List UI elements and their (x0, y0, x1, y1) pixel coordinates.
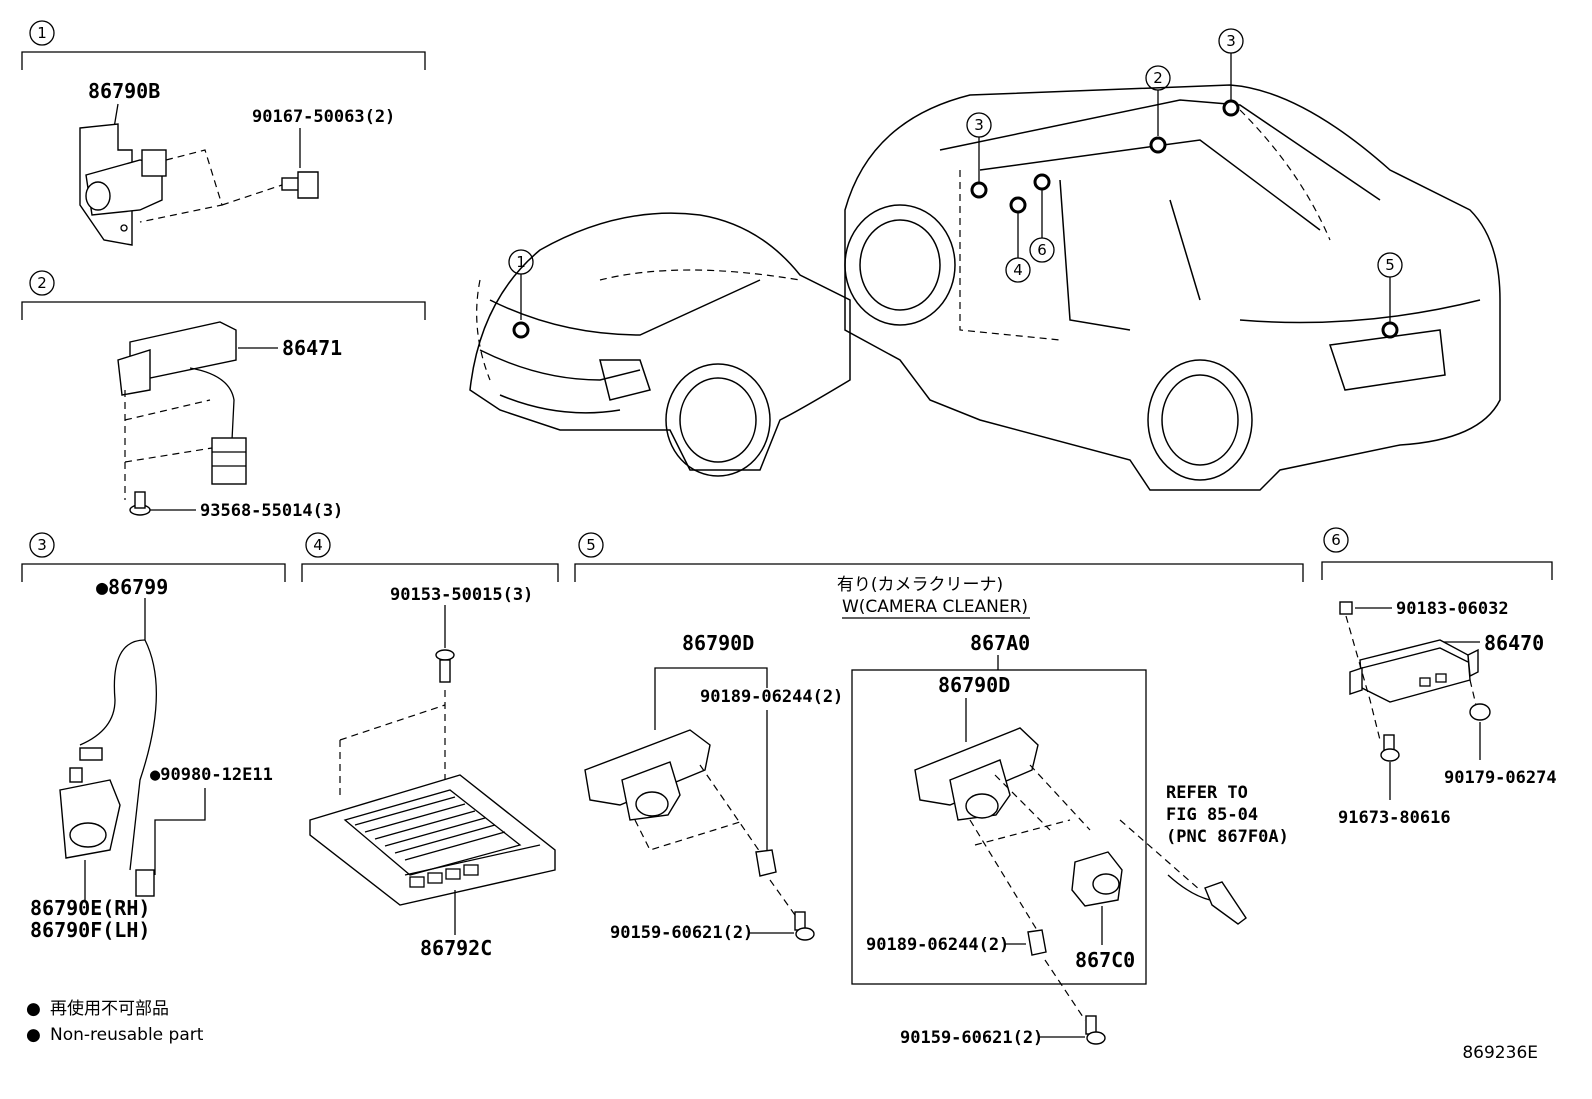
vehicle-rear-view (844, 84, 1501, 491)
legend-text-jp: 再使用不可部品 (50, 998, 169, 1019)
section-6: 6 90183-06032 86470 91673-80616 90179-06… (1321, 527, 1557, 828)
part-86470: 86470 (1484, 631, 1544, 655)
legend-bullet-jp: ● (26, 999, 41, 1019)
car-callout-6: 6 (1037, 241, 1047, 259)
part-86790D: 86790D (682, 631, 754, 655)
clip-icon (1027, 929, 1047, 956)
rear-camera-cleaner-icon (914, 727, 1039, 821)
legend-bullet-en: ● (26, 1025, 41, 1045)
part-86792C: 86792C (420, 936, 492, 960)
ecu-module-icon (309, 774, 556, 906)
bolt-icon (281, 171, 319, 199)
part-90153-50015: 90153-50015(3) (390, 585, 533, 605)
part-91673-80616: 91673-80616 (1338, 808, 1451, 828)
part-867C0: 867C0 (1075, 948, 1135, 972)
part-90189-06244-cleaner: 90189-06244(2) (866, 935, 1009, 955)
section-1-number: 1 (37, 24, 47, 42)
section-3: 3 ●86799 ●90980-12E11 86790E(RH) 86790F(… (21, 532, 286, 942)
reference-line-2: FIG 85-04 (1166, 805, 1258, 825)
washer-nozzle-icon (1071, 851, 1123, 907)
side-camera-icon (59, 747, 155, 897)
part-90167-50063: 90167-50063(2) (252, 107, 395, 127)
rear-camera-icon (584, 729, 711, 821)
reference-line-3: (PNC 867F0A) (1166, 827, 1289, 847)
car-callout-3a: 3 (1226, 32, 1236, 50)
clip-icon (1469, 703, 1491, 721)
option-label-en: W(CAMERA CLEANER) (842, 597, 1028, 617)
part-93568-55014: 93568-55014(3) (200, 501, 343, 521)
nut-icon (1339, 601, 1353, 615)
part-90159-60621-cleaner: 90159-60621(2) (900, 1028, 1043, 1048)
part-90183-06032: 90183-06032 (1396, 599, 1509, 619)
hose-icon (1167, 874, 1247, 925)
bolt-icon (1380, 734, 1400, 762)
legend-text-en: Non-reusable part (50, 1025, 204, 1045)
car-callout-3b: 3 (974, 116, 984, 134)
screw-icon (435, 649, 455, 683)
section-4-number: 4 (313, 536, 323, 554)
section-6-number: 6 (1331, 531, 1341, 549)
car-callout-2: 2 (1153, 69, 1163, 87)
section-4: 4 90153-50015(3) 86792C (301, 532, 559, 960)
part-86790F-LH: 86790F(LH) (30, 918, 150, 942)
part-90189-06244: 90189-06244(2) (700, 687, 843, 707)
screw-icon (1085, 1015, 1106, 1045)
section-5: 5 有り(カメラクリーナ) W(CAMERA CLEANER) 86790D 9… (574, 532, 1304, 1048)
car-callouts: 1 2 3 3 4 5 6 (508, 28, 1403, 339)
car-callout-5: 5 (1385, 256, 1395, 274)
section-1: 1 86790B 90167-50063(2) (21, 20, 426, 246)
vehicle-front-view (469, 212, 851, 477)
part-86790D-cleaner: 86790D (938, 673, 1010, 697)
section-5-number: 5 (586, 536, 596, 554)
screw-icon (129, 491, 151, 516)
part-867A0: 867A0 (970, 631, 1030, 655)
section-2-number: 2 (37, 274, 47, 292)
control-module-icon (1349, 639, 1479, 703)
camera-cleaner-assembly-box (851, 669, 1147, 985)
part-86471: 86471 (282, 336, 342, 360)
part-90980-12E11: ●90980-12E11 (150, 765, 273, 785)
front-camera-icon (79, 123, 167, 246)
part-86790E-RH: 86790E(RH) (30, 896, 150, 920)
clip-icon (755, 849, 777, 877)
part-90179-06274: 90179-06274 (1444, 768, 1557, 788)
part-86790B: 86790B (88, 79, 160, 103)
figure-id: 869236E (1462, 1043, 1538, 1063)
car-callout-1: 1 (516, 253, 526, 271)
sensor-module-icon (117, 321, 247, 485)
car-callout-4: 4 (1013, 261, 1023, 279)
legend: ● 再使用不可部品 ● Non-reusable part (26, 998, 204, 1045)
screw-icon (794, 911, 815, 941)
option-label-jp: 有り(カメラクリーナ) (837, 575, 1003, 595)
section-3-number: 3 (37, 536, 47, 554)
part-90159-60621: 90159-60621(2) (610, 923, 753, 943)
part-86799: ●86799 (96, 575, 168, 599)
section-2: 2 86471 93568-55014(3) (21, 270, 426, 521)
reference-line-1: REFER TO (1166, 783, 1248, 803)
